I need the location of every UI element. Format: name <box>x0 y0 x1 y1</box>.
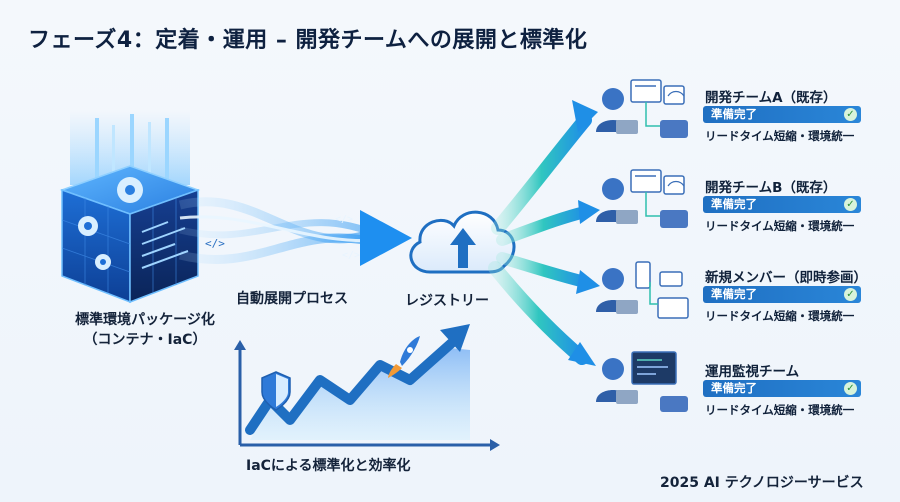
team-name: 開発チームA（既存） <box>705 90 837 106</box>
iac-efficiency-label: IaCによる標準化と効率化 <box>246 458 411 474</box>
status-text: 準備完了 <box>711 287 757 301</box>
rocket-icon <box>388 336 420 378</box>
status-badge: 準備完了 ✓ <box>703 196 861 213</box>
team-benefit: リードタイム短縮・環境統一 <box>705 129 855 143</box>
status-badge: 準備完了 ✓ <box>703 286 861 303</box>
footer-credit: 2025 AI テクノロジーサービス <box>660 475 864 491</box>
distribution-arrows <box>488 100 600 366</box>
status-text: 準備完了 <box>711 381 757 395</box>
team-benefit: リードタイム短縮・環境統一 <box>705 219 855 233</box>
registry-label: レジストリー <box>405 293 489 309</box>
team-name: 新規メンバー（即時参画） <box>705 270 867 286</box>
team-name: 開発チームB（既存） <box>705 180 837 196</box>
team-benefit: リードタイム短縮・環境統一 <box>705 309 855 323</box>
check-icon: ✓ <box>844 288 857 301</box>
team-card-ops: 運用監視チーム 準備完了 ✓ リードタイム短縮・環境統一 <box>593 360 883 434</box>
package-label-line1: 標準環境パッケージ化 <box>75 312 215 328</box>
page-title: フェーズ4：定着・運用 – 開発チームへの展開と標準化 <box>28 28 588 53</box>
new-member-illustration <box>596 261 689 319</box>
team-name: 運用監視チーム <box>705 364 800 380</box>
team-card-b: 開発チームB（既存） 準備完了 ✓ リードタイム短縮・環境統一 <box>593 176 883 250</box>
status-text: 準備完了 <box>711 197 757 211</box>
check-icon: ✓ <box>844 198 857 211</box>
status-badge: 準備完了 ✓ <box>703 106 861 123</box>
ops-team-illustration <box>596 351 688 412</box>
deploy-flow-arrow: </> </> </> <box>178 197 412 266</box>
check-icon: ✓ <box>844 382 857 395</box>
efficiency-growth-icon <box>234 324 500 451</box>
deploy-process-label: 自動展開プロセス <box>236 291 348 307</box>
check-icon: ✓ <box>844 108 857 121</box>
team-a-illustration <box>596 79 688 138</box>
svg-text:</>: </> <box>205 237 225 250</box>
status-badge: 準備完了 ✓ <box>703 380 861 397</box>
svg-text:</>: </> <box>342 250 360 261</box>
package-label: 標準環境パッケージ化 （コンテナ・IaC） <box>30 310 260 350</box>
registry-cloud-icon <box>409 210 516 274</box>
package-label-line2: （コンテナ・IaC） <box>83 332 207 348</box>
team-card-a: 開発チームA（既存） 準備完了 ✓ リードタイム短縮・環境統一 <box>593 86 883 160</box>
svg-text:</>: </> <box>335 214 353 225</box>
status-text: 準備完了 <box>711 107 757 121</box>
team-benefit: リードタイム短縮・環境統一 <box>705 403 855 417</box>
team-b-illustration <box>596 169 688 228</box>
package-cube-icon <box>59 165 201 304</box>
team-card-new-member: 新規メンバー（即時参画） 準備完了 ✓ リードタイム短縮・環境統一 <box>593 266 883 340</box>
